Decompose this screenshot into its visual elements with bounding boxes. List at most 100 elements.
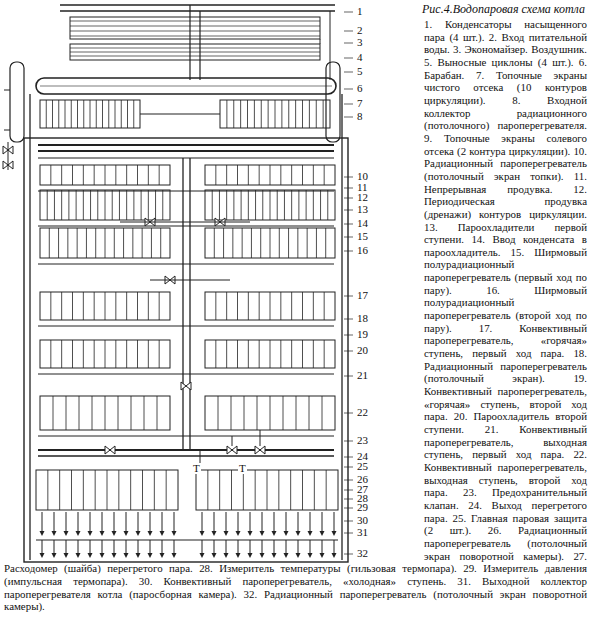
pipe-line [36, 539, 338, 540]
flow-arrow [248, 553, 253, 558]
tube-line [307, 228, 308, 258]
callout-number: 23 [356, 435, 369, 446]
pipe-line [189, 158, 190, 450]
tube-line [270, 340, 271, 368]
leader-line [344, 117, 353, 118]
tube-line [148, 292, 149, 320]
flow-line [286, 512, 287, 532]
pipe-line [320, 39, 321, 44]
tube-line [313, 292, 314, 320]
callout-number: 8 [356, 111, 364, 122]
flow-arrow [320, 553, 325, 558]
tube-line [324, 340, 325, 368]
callout-number: 2 [356, 25, 364, 36]
tube-line [70, 48, 320, 49]
tube-line [309, 396, 310, 430]
leader-line [344, 12, 353, 13]
tube-line [270, 396, 271, 430]
leader-line [344, 499, 353, 500]
flow-arrow [40, 553, 45, 558]
pipe-line [8, 142, 9, 170]
caption-text: 1. Конденсаторы насыщенного пара (4 шт.)… [4, 18, 587, 612]
tube-line [275, 100, 276, 128]
tube-line [284, 190, 285, 220]
flow-line [274, 512, 275, 532]
tube-line [159, 292, 160, 320]
pipe-line [38, 191, 334, 192]
flow-arrow [76, 553, 81, 558]
pipe-line [60, 4, 335, 6]
tube-line [231, 470, 232, 510]
tube-line [295, 100, 296, 128]
flow-line [90, 512, 91, 532]
tube-line [302, 340, 303, 368]
tube-line [76, 190, 77, 220]
flow-line [174, 512, 175, 532]
tube-line [72, 292, 73, 320]
tube-line [261, 100, 262, 128]
flow-line [298, 512, 299, 532]
tube-line [94, 340, 95, 368]
pipe-line [38, 449, 334, 451]
tube-line [123, 228, 124, 258]
tube-line [248, 292, 249, 320]
pipe-line [60, 10, 335, 12]
drum [36, 78, 336, 94]
tube-line [291, 340, 292, 368]
flow-arrow [124, 553, 129, 558]
pipe-line [38, 157, 334, 158]
tube-line [114, 228, 115, 258]
tube-line [290, 470, 291, 510]
flow-arrow [212, 531, 217, 536]
callout-number: 17 [356, 290, 369, 301]
tube-line [268, 100, 269, 128]
tube-line [148, 340, 149, 368]
flow-line [66, 512, 67, 532]
tube-line [108, 100, 109, 128]
callout-number: 31 [356, 527, 369, 538]
pipe-line [29, 94, 30, 560]
leader-line [344, 467, 353, 468]
flow-arrow [260, 531, 265, 536]
flow-line [90, 540, 91, 554]
callout-number: 12 [356, 192, 369, 203]
tube-bundle [40, 340, 170, 368]
leader-line [344, 480, 353, 481]
tube-line [226, 165, 227, 185]
tube-bundle [40, 292, 170, 320]
tube-line [121, 100, 122, 128]
tube-line [71, 100, 72, 128]
tube-line [137, 292, 138, 320]
tube-line [83, 292, 84, 320]
tube-line [95, 228, 96, 258]
tube-line [166, 470, 167, 510]
tube-line [155, 190, 156, 220]
tube-line [298, 190, 299, 220]
tube-line [70, 36, 320, 37]
caption-block: 1. Конденсаторы насыщенного пара (4 шт.)… [4, 18, 587, 613]
tube-line [83, 470, 84, 510]
flow-line [114, 540, 115, 554]
tube-line [105, 228, 106, 258]
tube-line [94, 292, 95, 320]
leader-line [344, 335, 353, 336]
tube-line [126, 292, 127, 320]
leader-line [344, 237, 353, 238]
valve-symbol [227, 446, 237, 454]
tube-line [53, 396, 54, 430]
leader-line [344, 521, 353, 522]
tube-line [127, 100, 128, 128]
tube-line [72, 165, 73, 185]
flow-line [250, 512, 251, 532]
flow-line [250, 540, 251, 554]
flow-line [54, 540, 55, 554]
tube-line [313, 340, 314, 368]
tube-line [70, 56, 320, 57]
leader-line [344, 198, 353, 199]
tube-line [68, 190, 69, 220]
tube-line [240, 100, 241, 128]
flow-arrow [124, 531, 129, 536]
flow-line [274, 540, 275, 554]
flow-arrow [296, 531, 301, 536]
tube-line [162, 190, 163, 220]
